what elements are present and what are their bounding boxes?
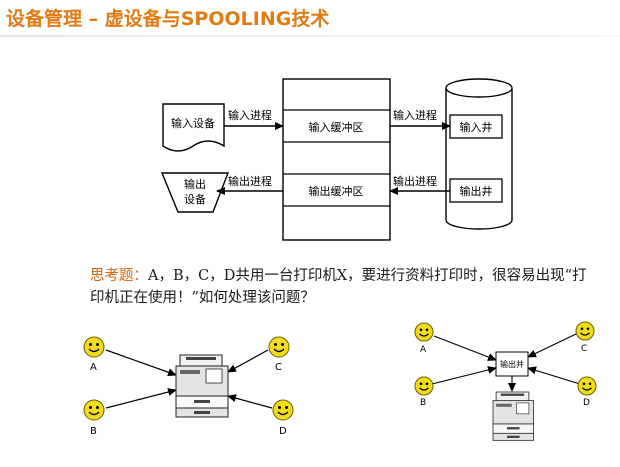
- smiley-icon: [577, 376, 597, 396]
- buffer-stack: [282, 78, 391, 241]
- output-well-hub-label: 输出井: [500, 359, 524, 369]
- input-buffer-label: 输入缓冲区: [309, 120, 364, 134]
- left-user-c-label: C: [275, 362, 282, 373]
- smiley-icon: [575, 321, 595, 341]
- right-scenario: 输出井: [414, 321, 597, 441]
- input-device-label: 输入设备: [171, 116, 215, 130]
- output-buffer-label: 输出缓冲区: [309, 184, 364, 198]
- smiley-icon: [414, 376, 434, 396]
- user-d-to-hub-arrow: [527, 366, 581, 385]
- input-process-right-label: 输入进程: [393, 108, 437, 122]
- right-user-b-label: B: [420, 398, 426, 408]
- output-device-shape: [160, 172, 230, 213]
- printer-icon: [492, 391, 534, 441]
- input-device-shape: [162, 103, 225, 152]
- right-user-a-label: A: [420, 345, 427, 355]
- slide-title: 设备管理 – 虚设备与SPOOLING技术: [6, 8, 330, 30]
- title-divider: [0, 35, 620, 37]
- output-device-label-line2: 设备: [184, 192, 206, 206]
- question-label: 思考题：: [90, 268, 148, 284]
- right-user-c-label: C: [581, 344, 587, 354]
- right-user-d-label: D: [583, 398, 590, 408]
- left-user-d-label: D: [279, 426, 287, 437]
- smiley-icon: [268, 336, 290, 358]
- smiley-icon: [414, 322, 434, 342]
- output-device-label-line1: 输出: [184, 177, 206, 191]
- user-d-to-printer-arrow: [227, 394, 273, 409]
- user-c-to-printer-arrow: [227, 349, 269, 373]
- left-scenario: A B C D: [83, 336, 294, 437]
- output-well-label: 输出井: [460, 184, 493, 198]
- smiley-icon: [272, 399, 294, 421]
- left-user-a-label: A: [90, 362, 97, 373]
- user-a-to-hub-arrow: [433, 335, 497, 361]
- smiley-icon: [83, 399, 105, 421]
- user-b-to-hub-arrow: [431, 366, 497, 385]
- disk-cylinder: [445, 88, 513, 230]
- user-c-to-hub-arrow: [527, 333, 577, 358]
- printer-icon: [175, 354, 229, 418]
- output-process-left-label: 输出进程: [228, 174, 272, 188]
- output-well-hub: [495, 351, 529, 377]
- left-user-b-label: B: [90, 426, 97, 437]
- user-b-to-printer-arrow: [105, 388, 177, 409]
- user-a-to-printer-arrow: [105, 349, 177, 377]
- output-process-right-label: 输出进程: [393, 174, 437, 188]
- input-process-left-label: 输入进程: [228, 108, 272, 122]
- input-well-label: 输入井: [460, 120, 493, 134]
- question-text: A，B，C，D共用一台打印机X，要进行资料打印时，很容易出现“打印机正在使用！”…: [90, 268, 587, 306]
- disk-cylinder-top: [445, 78, 513, 98]
- thinking-question: 思考题：A，B，C，D共用一台打印机X，要进行资料打印时，很容易出现“打印机正在…: [90, 265, 600, 309]
- smiley-icon: [83, 336, 105, 358]
